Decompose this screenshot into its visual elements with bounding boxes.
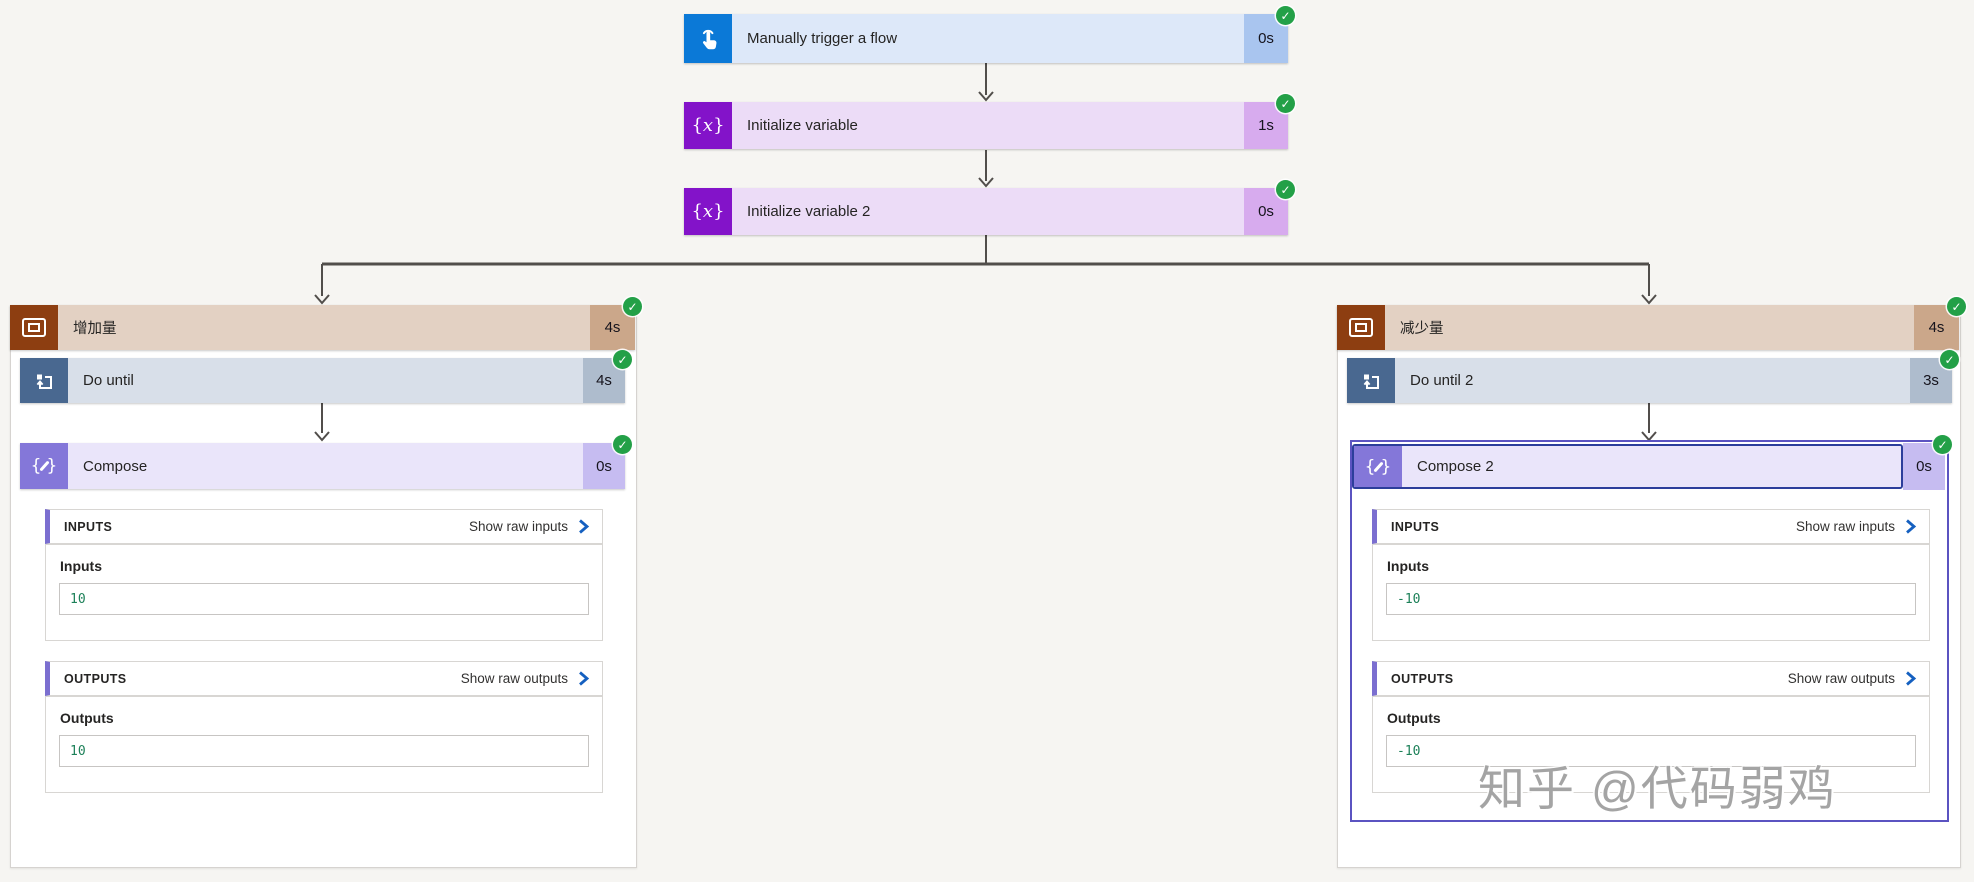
success-check-icon [613, 350, 632, 369]
card-title: Initialize variable 2 [732, 188, 1244, 235]
card-scope-increase[interactable]: 增加量 4s [10, 297, 642, 350]
outputs-body: Outputs -10 [1372, 696, 1930, 793]
outputs-value: 10 [59, 735, 589, 767]
success-check-icon [1940, 350, 1959, 369]
nested-rectangles-icon [1337, 305, 1385, 350]
card-do-until-2[interactable]: Do until 2 3s [1347, 350, 1959, 403]
inputs-value: -10 [1386, 583, 1916, 615]
outputs-header-label: OUTPUTS [64, 671, 127, 686]
success-check-icon [613, 435, 632, 454]
inputs-header-label: INPUTS [1391, 519, 1440, 534]
loop-arrow-icon [1347, 358, 1395, 403]
card-scope-decrease[interactable]: 减少量 4s [1337, 297, 1966, 350]
inputs-value: 10 [59, 583, 589, 615]
manual-trigger-tap-icon [684, 14, 732, 63]
card-title: Initialize variable [732, 102, 1244, 149]
show-raw-outputs-label: Show raw outputs [460, 671, 568, 686]
inputs-header-label: INPUTS [64, 519, 113, 534]
outputs-value: -10 [1386, 735, 1916, 767]
success-check-icon [1276, 94, 1295, 113]
braces-x-icon: {x} [684, 102, 732, 149]
inputs-body: Inputs 10 [45, 544, 603, 641]
focus-ring: {} Compose 2 [1352, 444, 1903, 489]
outputs-header: OUTPUTS Show raw outputs [45, 661, 603, 696]
show-raw-outputs-label: Show raw outputs [1787, 671, 1895, 686]
inputs-body: Inputs -10 [1372, 544, 1930, 641]
card-title: Do until [68, 358, 583, 403]
card-initialize-variable[interactable]: {x} Initialize variable 1s [684, 94, 1295, 149]
card-do-until[interactable]: Do until 4s [20, 350, 632, 403]
success-check-icon [1933, 435, 1952, 454]
inputs-header: INPUTS Show raw inputs [45, 509, 603, 544]
card-title: Manually trigger a flow [732, 14, 1244, 63]
chevron-right-icon [579, 671, 590, 686]
card-title: 减少量 [1385, 305, 1914, 350]
outputs-body: Outputs 10 [45, 696, 603, 793]
show-raw-outputs-link[interactable]: Show raw outputs [1788, 670, 1917, 687]
outputs-label: Outputs [60, 710, 114, 726]
outputs-header: OUTPUTS Show raw outputs [1372, 661, 1930, 696]
braces-pencil-icon: {} [1354, 446, 1402, 487]
card-title: 增加量 [58, 305, 590, 350]
success-check-icon [1276, 6, 1295, 25]
chevron-right-icon [1906, 671, 1917, 686]
success-check-icon [1276, 180, 1295, 199]
chevron-right-icon [1906, 519, 1917, 534]
show-raw-inputs-label: Show raw inputs [468, 519, 568, 534]
show-raw-inputs-link[interactable]: Show raw inputs [469, 518, 590, 535]
card-compose-2[interactable]: {} Compose 2 0s [1352, 435, 1952, 490]
card-title: Compose [68, 443, 583, 489]
inputs-label: Inputs [60, 558, 102, 574]
chevron-right-icon [579, 519, 590, 534]
success-check-icon [623, 297, 642, 316]
outputs-label: Outputs [1387, 710, 1441, 726]
inputs-header: INPUTS Show raw inputs [1372, 509, 1930, 544]
inputs-label: Inputs [1387, 558, 1429, 574]
braces-x-icon: {x} [684, 188, 732, 235]
show-raw-inputs-label: Show raw inputs [1795, 519, 1895, 534]
loop-arrow-icon [20, 358, 68, 403]
success-check-icon [1947, 297, 1966, 316]
show-raw-outputs-link[interactable]: Show raw outputs [461, 670, 590, 687]
card-title: Compose 2 [1402, 446, 1901, 487]
card-initialize-variable-2[interactable]: {x} Initialize variable 2 0s [684, 180, 1295, 235]
duration-badge: 1s [1244, 102, 1288, 149]
card-compose[interactable]: {} Compose 0s [20, 435, 632, 489]
nested-rectangles-icon [10, 305, 58, 350]
card-manual-trigger[interactable]: Manually trigger a flow 0s [684, 6, 1295, 63]
outputs-header-label: OUTPUTS [1391, 671, 1454, 686]
show-raw-inputs-link[interactable]: Show raw inputs [1796, 518, 1917, 535]
braces-pencil-icon: {} [20, 443, 68, 489]
card-title: Do until 2 [1395, 358, 1910, 403]
